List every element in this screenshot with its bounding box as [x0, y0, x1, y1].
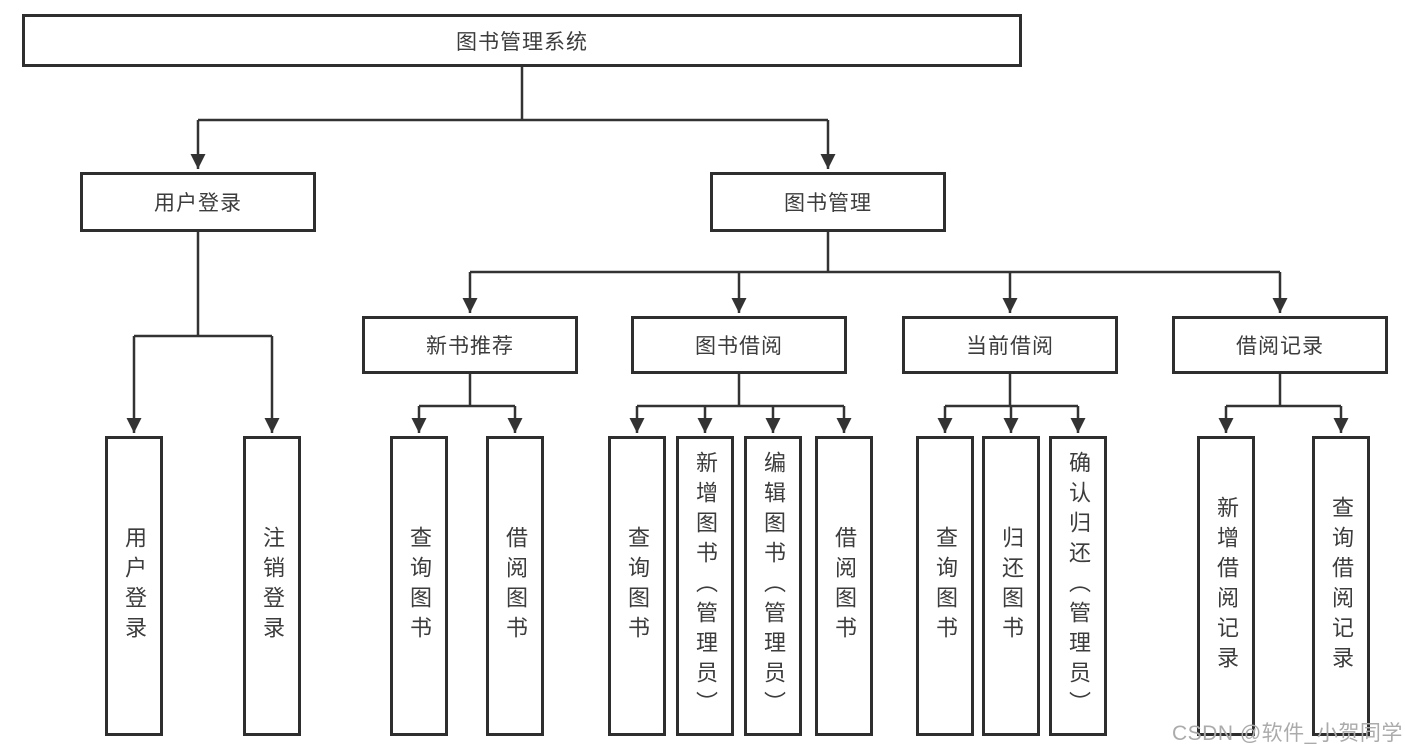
node-label: 查询借阅记录: [1329, 496, 1354, 676]
node-label: 用户登录: [122, 526, 147, 646]
node-label: 注销登录: [260, 526, 285, 646]
node-label: 用户登录: [154, 192, 242, 215]
leaf-add-book-admin: 新增图书（管理员）: [676, 436, 734, 736]
leaf-query-borrow-record: 查询借阅记录: [1312, 436, 1370, 736]
node-book-borrowing: 图书借阅: [631, 316, 847, 374]
leaf-logout: 注销登录: [243, 436, 301, 736]
node-label: 图书管理: [784, 192, 872, 215]
leaf-query-books-1: 查询图书: [390, 436, 448, 736]
node-label: 借阅图书: [503, 526, 528, 646]
node-current-borrowing: 当前借阅: [902, 316, 1118, 374]
leaf-edit-book-admin: 编辑图书（管理员）: [744, 436, 802, 736]
leaf-borrow-books-2: 借阅图书: [815, 436, 873, 736]
node-label: 查询图书: [625, 526, 650, 646]
node-label: 编辑图书（管理员）: [761, 451, 786, 721]
node-label: 新增图书（管理员）: [693, 451, 718, 721]
leaf-user-login: 用户登录: [105, 436, 163, 736]
node-label: 归还图书: [999, 526, 1024, 646]
csdn-watermark: CSDN @软件_小贺同学: [1172, 722, 1403, 745]
node-label: 借阅记录: [1236, 335, 1324, 358]
node-borrowing-records: 借阅记录: [1172, 316, 1388, 374]
node-label: 图书管理系统: [456, 30, 588, 54]
node-label: 新增借阅记录: [1214, 496, 1239, 676]
node-label: 新书推荐: [426, 335, 514, 358]
node-label: 借阅图书: [832, 526, 857, 646]
node-label: 查询图书: [933, 526, 958, 646]
leaf-borrow-books-1: 借阅图书: [486, 436, 544, 736]
leaf-add-borrow-record: 新增借阅记录: [1197, 436, 1255, 736]
leaf-return-book: 归还图书: [982, 436, 1040, 736]
leaf-query-books-2: 查询图书: [608, 436, 666, 736]
node-root-library-management-system: 图书管理系统: [22, 14, 1022, 67]
node-label: 确认归还（管理员）: [1066, 451, 1091, 721]
node-label: 查询图书: [407, 526, 432, 646]
node-user-login-branch: 用户登录: [80, 172, 316, 232]
leaf-query-books-3: 查询图书: [916, 436, 974, 736]
node-new-book-recommend: 新书推荐: [362, 316, 578, 374]
leaf-confirm-return-admin: 确认归还（管理员）: [1049, 436, 1107, 736]
node-label: 当前借阅: [966, 335, 1054, 358]
node-book-management-branch: 图书管理: [710, 172, 946, 232]
node-label: 图书借阅: [695, 335, 783, 358]
